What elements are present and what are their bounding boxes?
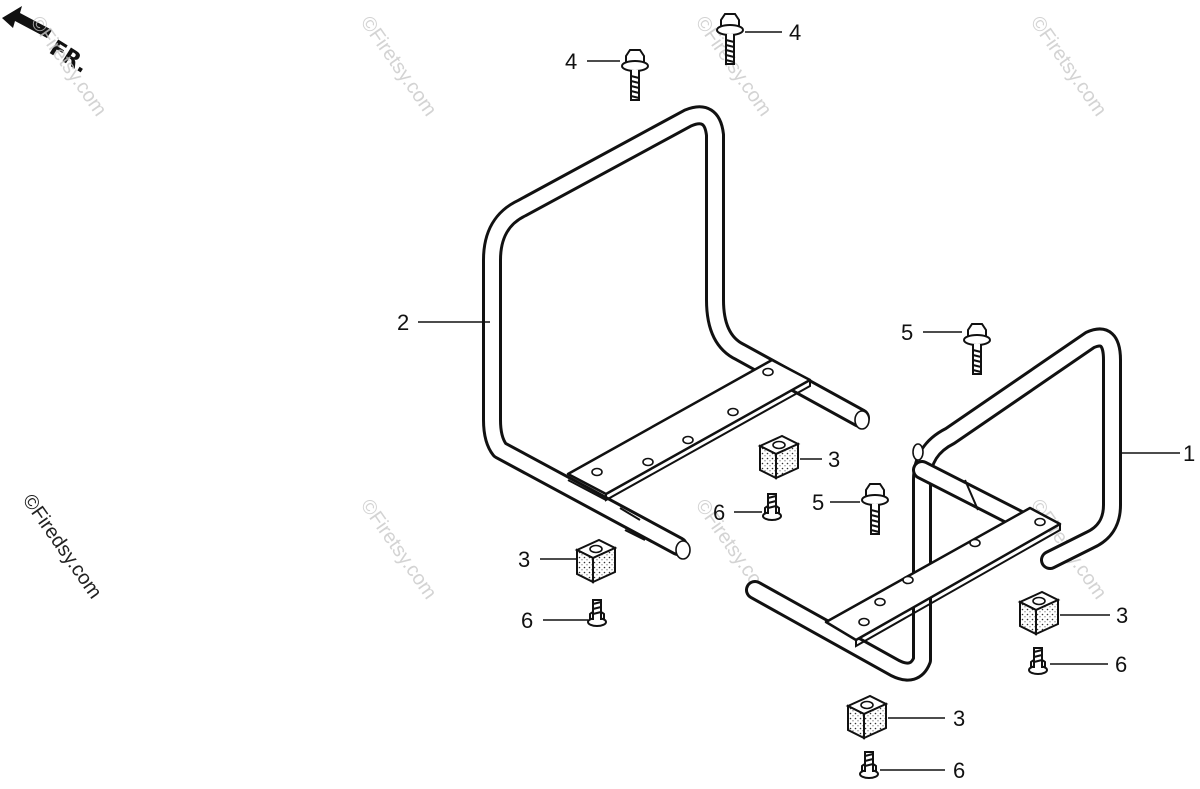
watermark: ©Firetsy.com xyxy=(356,495,441,603)
screw-part-6 xyxy=(859,751,879,779)
callout-6: 6 xyxy=(521,608,533,633)
frame-right-part-1 xyxy=(745,327,1122,682)
callout-2: 2 xyxy=(397,310,409,335)
callout-1: 1 xyxy=(1183,441,1195,466)
callout-3: 3 xyxy=(828,447,840,472)
flange-bolt-part-4 xyxy=(621,49,649,101)
rubber-mount-part-3 xyxy=(759,435,799,479)
callout-3: 3 xyxy=(518,547,530,572)
callout-4: 4 xyxy=(789,20,801,45)
flange-bolt-part-5 xyxy=(861,483,889,535)
leader-lines xyxy=(418,31,1180,771)
watermark-group: ©Firetsy.com ©Firetsy.com ©Firetsy.com ©… xyxy=(26,12,1111,603)
watermark: ©Firetsy.com xyxy=(1026,12,1111,120)
screw-part-6 xyxy=(1028,647,1048,675)
watermark: ©Firetsy.com xyxy=(356,12,441,120)
watermark: ©Firetsy.com xyxy=(26,12,111,120)
screw-part-6 xyxy=(587,599,607,627)
callout-3: 3 xyxy=(953,706,965,731)
front-direction-arrow-icon xyxy=(2,6,52,38)
side-watermark: ©Firedsy.com xyxy=(18,490,106,603)
rubber-mount-part-3 xyxy=(576,539,616,583)
rubber-mount-part-3 xyxy=(1019,591,1059,635)
callout-5: 5 xyxy=(812,490,824,515)
screw-part-6 xyxy=(762,493,782,521)
callout-3: 3 xyxy=(1116,603,1128,628)
callout-4: 4 xyxy=(565,49,577,74)
callout-6: 6 xyxy=(1115,652,1127,677)
callout-6: 6 xyxy=(953,758,965,783)
callout-6: 6 xyxy=(713,500,725,525)
rubber-mount-part-3 xyxy=(847,695,887,739)
callout-5: 5 xyxy=(901,320,913,345)
frame-left-part-2 xyxy=(482,105,870,560)
flange-bolt-part-5 xyxy=(963,323,991,375)
